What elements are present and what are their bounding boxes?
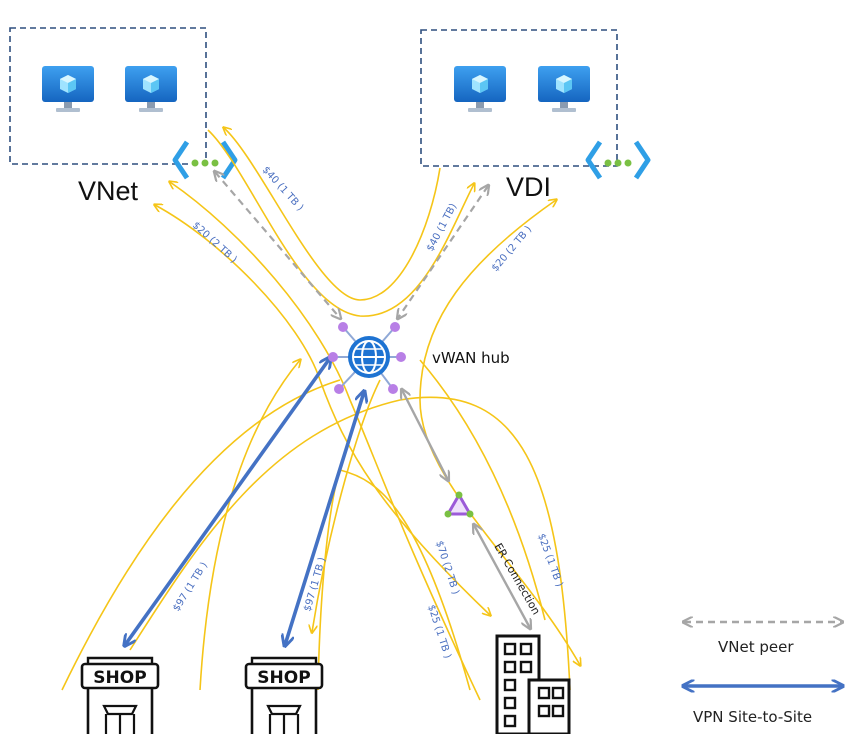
hub-node [338,322,348,332]
flow-line [224,128,441,301]
office-building-icon [495,634,571,734]
hub-node [390,322,400,332]
vm-icon [125,66,177,112]
traffic-flows [61,128,580,701]
cost-label: $20 (2 TB ) [490,224,534,274]
er-links [402,390,530,628]
cost-label: $97 (1 TB ) [302,556,328,613]
flow-line [61,379,341,691]
shop2-vpn-arrow [285,392,364,645]
shop-icon: SHOP [80,656,160,734]
hub-node [396,352,406,362]
hub-node [334,384,344,394]
cost-label: $97 (1 TB ) [171,560,210,613]
legend-vnet-peer-label: VNet peer [718,638,794,656]
vnet-hub-peer-arrow [215,172,340,318]
vnet-connector-icon [172,140,238,180]
cost-label: $40 (1 TB ) [260,165,306,214]
vwan-hub-icon [328,322,406,394]
er-gateway-icon [444,491,474,518]
vnet-box [9,27,207,165]
shop-sign: SHOP [93,668,146,688]
hub-node [388,384,398,394]
vdi-label: VDI [506,172,551,202]
cost-label: $20 (2 TB ) [190,220,239,266]
cost-label: $25 (1 TB ) [535,532,564,588]
vnet-connector-icon [585,140,651,180]
vpn-links [125,358,364,645]
vm-icon [538,66,590,112]
vnet-label: VNet [78,176,139,206]
vdi-hub-peer-arrow [398,186,488,318]
vm-icon [454,66,506,112]
legend: VNet peer VPN Site-to-Site [684,622,842,726]
vm-icon [42,66,94,112]
shop-sign: SHOP [257,668,310,688]
legend-vpn-label: VPN Site-to-Site [693,708,812,726]
hub-er-arrow [402,390,448,480]
vdi-box [420,29,618,167]
shop-icon: SHOP [244,656,324,734]
hub-label: vWAN hub [432,349,510,367]
peering-links [215,172,488,318]
er-office-arrow [474,525,530,628]
hub-node [328,352,338,362]
